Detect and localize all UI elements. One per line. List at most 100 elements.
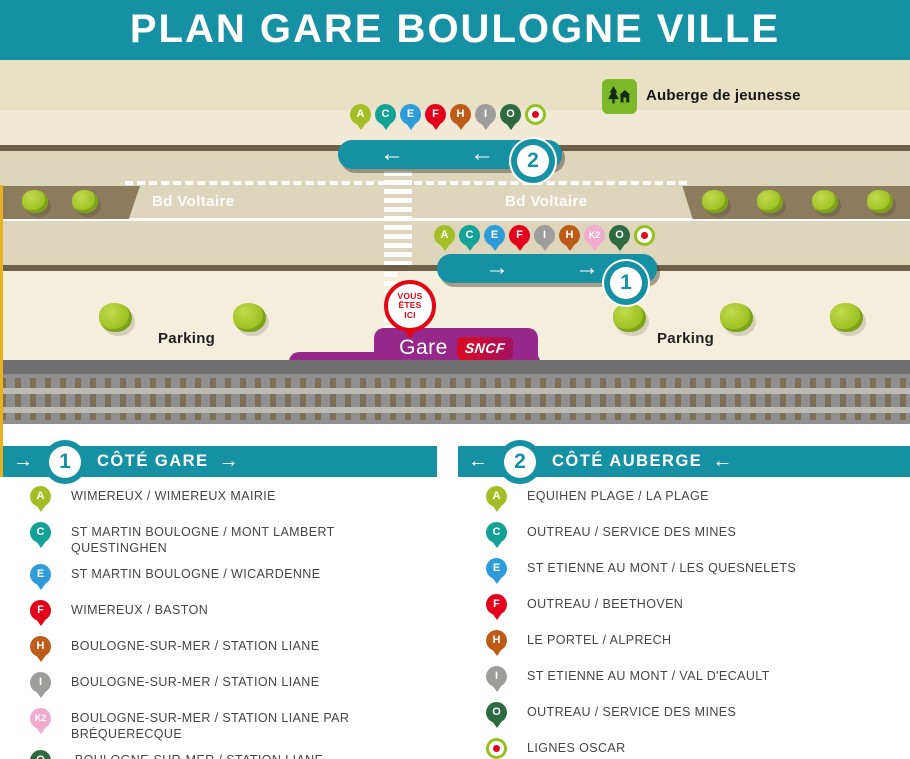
legend-item-h: H BOULOGNE-SUR-MER / STATION LIANE (30, 636, 445, 664)
line-badge-a-icon: A (486, 486, 507, 514)
legend-item-text: WIMEREUX / BASTON (71, 603, 209, 617)
parking-label-right: Parking (657, 330, 715, 347)
legend-item-o: O BOULOGNE-SUR-MER / STATION LIANE (30, 750, 445, 759)
arrow-left-icon: ← (468, 450, 488, 472)
line-badge-e-icon: E (484, 225, 505, 253)
line-badge-oscar-icon (634, 225, 655, 253)
bush-icon (22, 190, 48, 213)
legend-item-f: F WIMEREUX / BASTON (30, 600, 445, 628)
line-badge-oscar-icon (486, 738, 507, 759)
road-lane-line (0, 218, 910, 221)
line-badge-c-icon: C (459, 225, 480, 253)
legend-item-i: I ST ETIENNE AU MONT / VAL D'ECAULT (486, 666, 910, 694)
line-badge-a-icon: A (350, 104, 371, 132)
line-badge-i-icon: I (475, 104, 496, 132)
line-badge-f-icon: F (30, 600, 51, 628)
bush-icon (812, 190, 838, 213)
line-badge-c-icon: C (30, 522, 51, 550)
side1-number-badge: 1 (43, 439, 87, 484)
bush-icon (757, 190, 783, 213)
legend-item-text: OUTREAU / SERVICE DES MINES (527, 525, 737, 539)
arrow-right-icon: → (13, 450, 33, 472)
legend-item-text: ST MARTIN BOULOGNE / MONT LAMBERT QUESTI… (71, 525, 339, 555)
line-badge-i-icon: I (30, 672, 51, 700)
street-label-right: Bd Voltaire (505, 193, 588, 210)
legend-header-side1: → 1 CÔTÉ GARE → (3, 439, 437, 484)
legend-item-oscar: LIGNES OSCAR (486, 738, 910, 759)
page-title: PLAN GARE BOULOGNE VILLE (129, 7, 781, 51)
trees-house-icon (607, 85, 630, 103)
bush-icon (613, 303, 646, 332)
bush-icon (99, 303, 132, 332)
median-left (0, 186, 140, 219)
legend-item-a: A EQUIHEN PLAGE / LA PLAGE (486, 486, 910, 514)
legend-item-text: ST ETIENNE AU MONT / VAL D'ECAULT (527, 669, 770, 683)
legend-item-text: BOULOGNE-SUR-MER / STATION LIANE (71, 752, 323, 759)
line-badge-c-icon: C (486, 522, 507, 550)
hostel-label: Auberge de jeunesse (646, 87, 801, 104)
legend-item-text: BOULOGNE-SUR-MER / STATION LIANE (71, 639, 320, 653)
arrow-right-icon: → (575, 254, 599, 281)
line-badge-c-icon: C (375, 104, 396, 132)
legend-item-text: OUTREAU / BEETHOVEN (527, 597, 684, 611)
line-badge-a-icon: A (434, 225, 455, 253)
legend-header-side2: ← 2 CÔTÉ AUBERGE ← (458, 439, 910, 484)
station-label: Gare (399, 336, 448, 359)
legend-item-text: EQUIHEN PLAGE / LA PLAGE (527, 489, 709, 503)
arrow-left-icon: ← (470, 140, 494, 167)
header-bar: PLAN GARE BOULOGNE VILLE (0, 0, 910, 60)
stop1-number-badge: 1 (604, 261, 648, 305)
line-badge-f-icon: F (425, 104, 446, 132)
bush-icon (867, 190, 893, 213)
legend-item-text: BOULOGNE-SUR-MER / STATION LIANE (71, 675, 320, 689)
line-badge-oscar-icon (525, 104, 546, 132)
line-badge-a-icon: A (30, 486, 51, 514)
legend-title-side2: CÔTÉ AUBERGE (552, 452, 703, 470)
line-badge-k2-icon: K2 (584, 225, 605, 253)
line-badge-i-icon: I (486, 666, 507, 694)
line-badge-h-icon: H (559, 225, 580, 253)
line-badge-e-icon: E (400, 104, 421, 132)
arrow-right-icon: → (218, 450, 239, 472)
rail (0, 407, 910, 413)
legend-item-c: C ST MARTIN BOULOGNE / MONT LAMBERT QUEST… (30, 522, 445, 556)
legend-item-text: ST MARTIN BOULOGNE / WICARDENNE (71, 567, 321, 581)
rail (0, 388, 910, 394)
line-badge-e-icon: E (486, 558, 507, 586)
legend-item-text: LE PORTEL / ALPRECH (527, 633, 672, 647)
arrow-left-icon: ← (712, 450, 733, 472)
legend-item-c: C OUTREAU / SERVICE DES MINES (486, 522, 910, 550)
legend-item-text: LIGNES OSCAR (527, 741, 626, 755)
side2-number-badge: 2 (498, 439, 542, 484)
legend-item-e: E ST MARTIN BOULOGNE / WICARDENNE (30, 564, 445, 592)
legend-item-text: BOULOGNE-SUR-MER / STATION LIANE PAR BRÉ… (71, 711, 354, 741)
bush-icon (702, 190, 728, 213)
stop2-number-badge: 2 (511, 139, 555, 183)
street-label-left: Bd Voltaire (152, 193, 235, 210)
hostel-icon (602, 79, 637, 114)
line-badge-o-icon: O (30, 750, 51, 759)
legend-item-i: I BOULOGNE-SUR-MER / STATION LIANE (30, 672, 445, 700)
railway-edge (0, 360, 910, 374)
line-badge-k2-icon: K2 (30, 708, 51, 736)
legend-item-text: ST ETIENNE AU MONT / LES QUESNELETS (527, 561, 797, 575)
line-badge-i-icon: I (534, 225, 555, 253)
legend-item-k2: K2 BOULOGNE-SUR-MER / STATION LIANE PAR B… (30, 708, 445, 742)
line-badge-e-icon: E (30, 564, 51, 592)
crosswalk (384, 153, 412, 265)
arrow-left-icon: ← (380, 140, 404, 167)
bush-icon (720, 303, 753, 332)
parking-label-left: Parking (158, 330, 216, 347)
line-badge-h-icon: H (486, 630, 507, 658)
line-badge-h-icon: H (30, 636, 51, 664)
bush-icon (233, 303, 266, 332)
marker-pointer-icon (404, 329, 416, 339)
arrow-right-icon: → (485, 254, 509, 281)
